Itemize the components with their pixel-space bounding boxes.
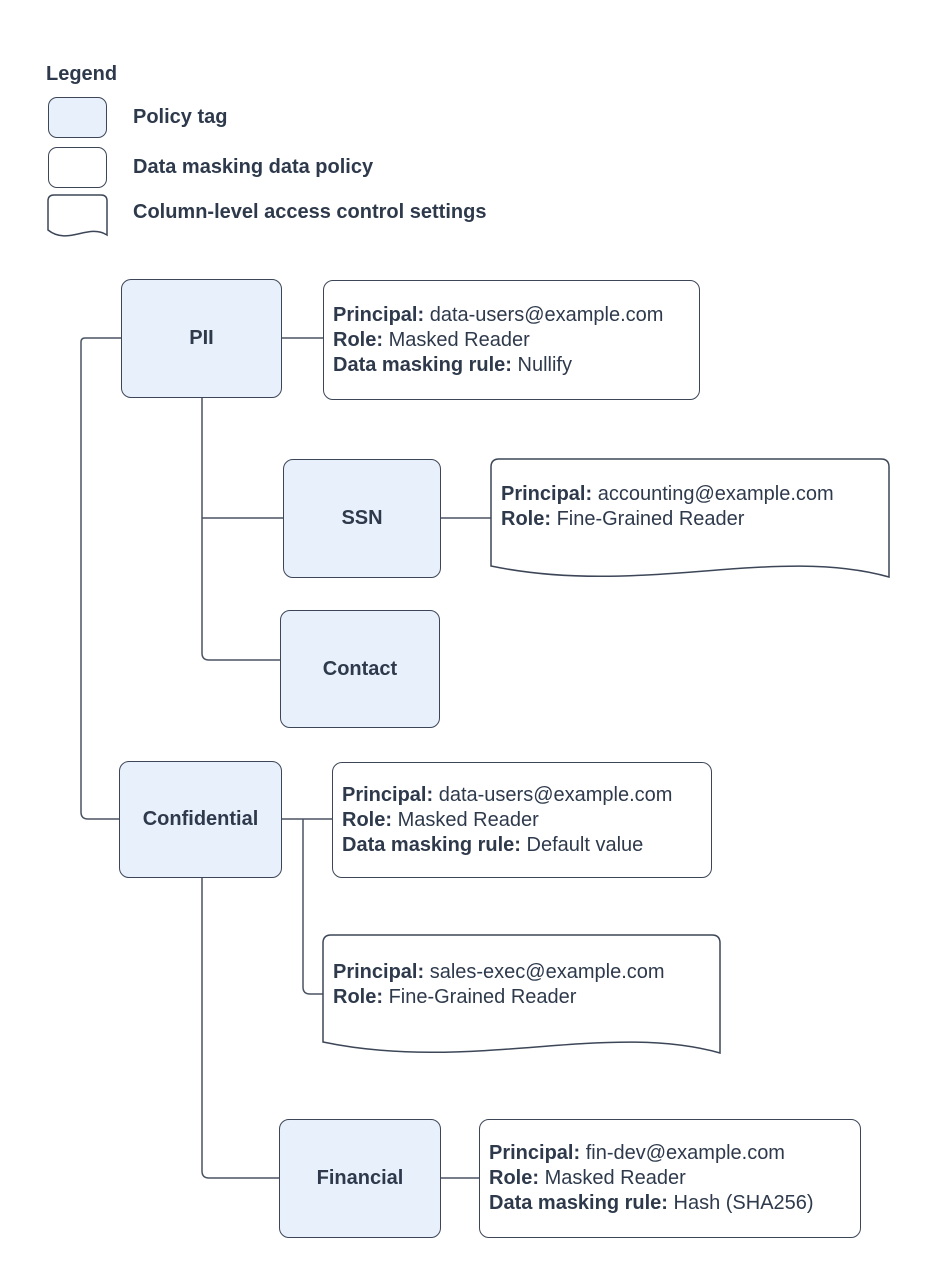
- policy-line: Principal: sales-exec@example.com: [333, 961, 665, 983]
- policy-line: Role: Masked Reader: [489, 1167, 686, 1189]
- policy-box-pii-masking: Principal: data-users@example.com Role: …: [323, 280, 700, 400]
- legend-item-policy-tag: Policy tag: [133, 106, 228, 128]
- legend-item-column-access: Column-level access control settings: [133, 201, 487, 223]
- policy-line: Principal: data-users@example.com: [333, 303, 664, 326]
- policy-line: Data masking rule: Default value: [342, 833, 644, 856]
- legend-document-swatch: [47, 194, 108, 237]
- policy-line: Principal: accounting@example.com: [501, 483, 834, 505]
- policy-line: Data masking rule: Nullify: [333, 353, 572, 376]
- legend-policy-tag-swatch: [48, 97, 107, 138]
- node-pii: PII: [121, 279, 282, 398]
- node-contact: Contact: [280, 610, 440, 728]
- access-doc-text-ssn: Principal: accounting@example.com Role: …: [501, 482, 834, 532]
- node-financial: Financial: [279, 1119, 441, 1238]
- legend-item-data-masking: Data masking data policy: [133, 156, 374, 178]
- edge-confidential-to-financial: [201, 878, 279, 1179]
- policy-box-financial-masking: Principal: fin-dev@example.com Role: Mas…: [479, 1119, 861, 1238]
- policy-line: Role: Masked Reader: [342, 808, 539, 831]
- edge-root-trunk: [80, 337, 121, 820]
- policy-line: Principal: fin-dev@example.com: [489, 1142, 785, 1164]
- edge-confidential-to-access-doc: [302, 819, 323, 995]
- policy-line: Data masking rule: Hash (SHA256): [489, 1192, 814, 1214]
- policy-line: Role: Masked Reader: [333, 328, 530, 351]
- legend-title: Legend: [46, 63, 118, 85]
- access-doc-text-confidential: Principal: sales-exec@example.com Role: …: [333, 960, 665, 1010]
- legend-data-masking-swatch: [48, 147, 107, 188]
- policy-line: Role: Fine-Grained Reader: [333, 986, 577, 1008]
- policy-line: Role: Fine-Grained Reader: [501, 508, 745, 530]
- node-ssn: SSN: [283, 459, 441, 578]
- policy-line: Principal: data-users@example.com: [342, 783, 673, 806]
- policy-box-confidential-masking: Principal: data-users@example.com Role: …: [332, 762, 712, 878]
- node-confidential: Confidential: [119, 761, 282, 878]
- edge-pii-children-trunk: [201, 398, 280, 661]
